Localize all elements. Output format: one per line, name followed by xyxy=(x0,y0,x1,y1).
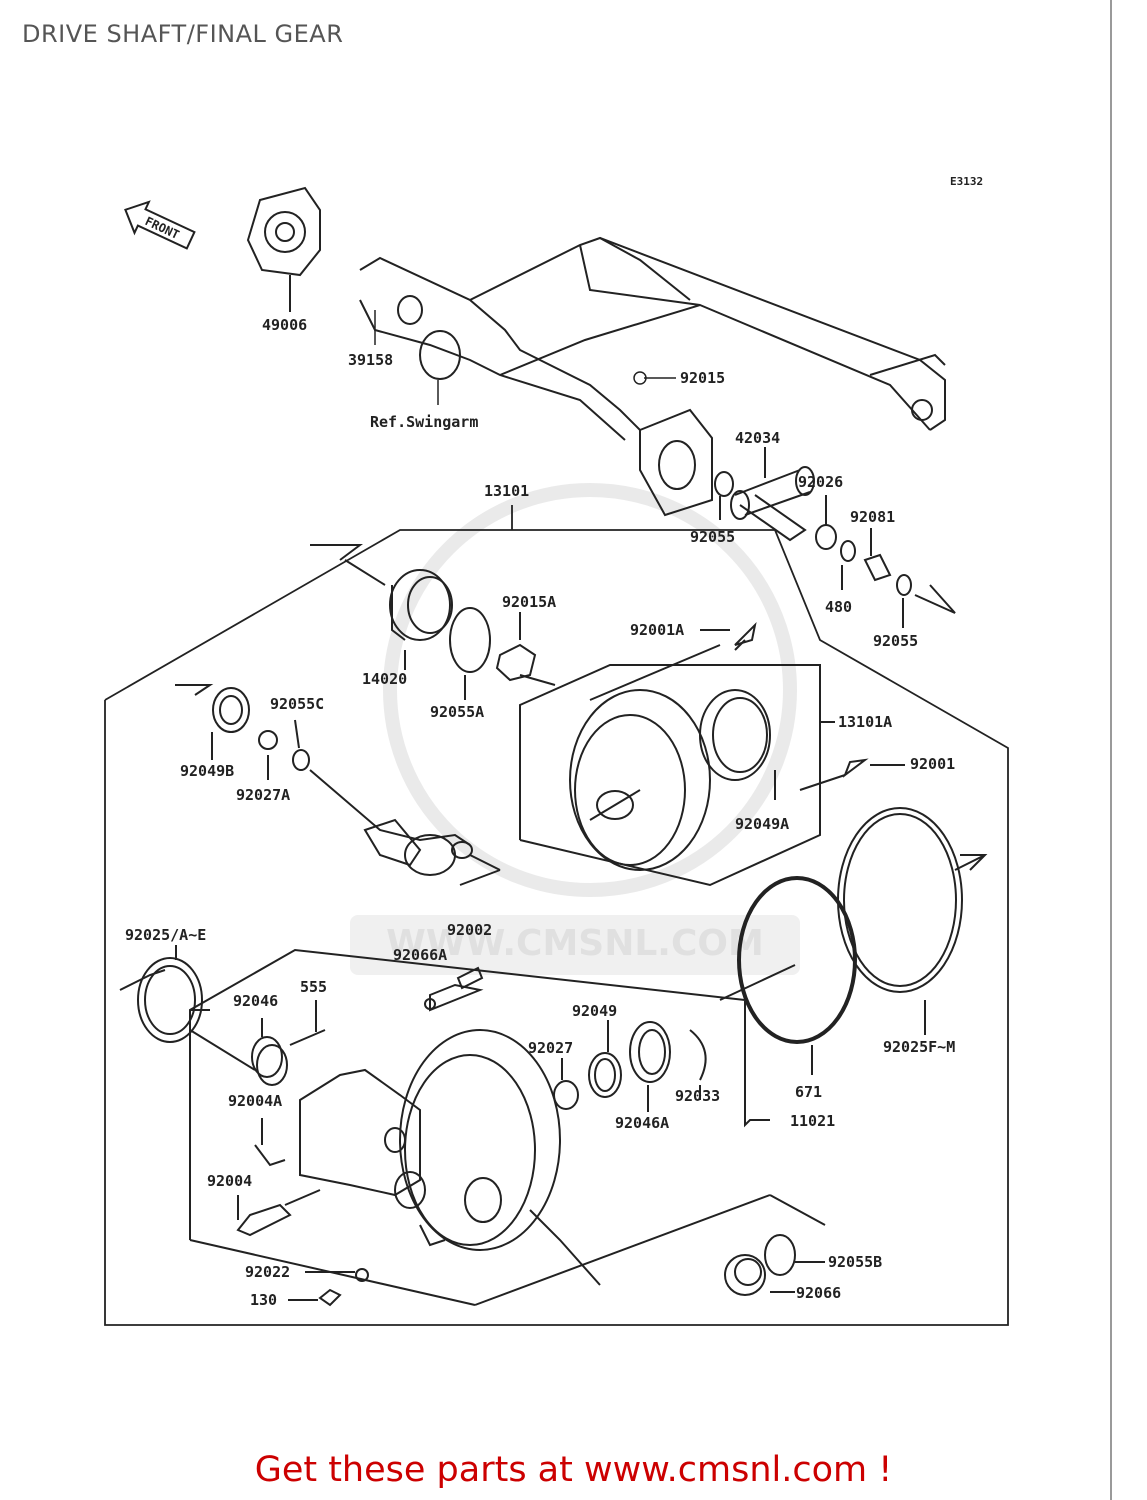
label-14020: 14020 xyxy=(362,670,407,688)
label-42034: 42034 xyxy=(735,429,780,447)
label-ref-swingarm: Ref.Swingarm xyxy=(370,413,478,431)
label-480: 480 xyxy=(825,598,852,616)
drain-plug-92066-shape xyxy=(724,1234,825,1296)
label-92046: 92046 xyxy=(233,992,278,1010)
part-labels: E3132 49006 39158 Ref.Swingarm 92015 420… xyxy=(125,175,983,1309)
label-555: 555 xyxy=(300,978,327,996)
label-92046A: 92046A xyxy=(615,1114,669,1132)
driveshaft-parts-shape xyxy=(714,447,956,628)
swingarm-shape xyxy=(359,236,946,517)
label-92055B: 92055B xyxy=(828,1253,882,1271)
pinion-shape xyxy=(175,684,501,886)
label-92004: 92004 xyxy=(207,1172,252,1190)
label-671: 671 xyxy=(795,1083,822,1101)
label-92055C: 92055C xyxy=(270,695,324,713)
o-ring-671-shape xyxy=(737,876,857,1044)
label-13101A: 13101A xyxy=(838,713,892,731)
label-92001A: 92001A xyxy=(630,621,684,639)
coupling-14020-shape xyxy=(310,544,556,700)
label-92055A: 92055A xyxy=(430,703,484,721)
label-92055-top: 92055 xyxy=(690,528,735,546)
label-92022: 92022 xyxy=(245,1263,290,1281)
label-92026: 92026 xyxy=(798,473,843,491)
shim-92025-shape xyxy=(119,945,256,1071)
page-divider xyxy=(1110,0,1112,1500)
housing-11021-shape xyxy=(189,948,826,1306)
label-39158: 39158 xyxy=(348,351,393,369)
label-92004A: 92004A xyxy=(228,1092,282,1110)
label-92025-ae: 92025/A~E xyxy=(125,926,206,944)
label-11021: 11021 xyxy=(790,1112,835,1130)
label-92002: 92002 xyxy=(447,921,492,939)
diagram-code: E3132 xyxy=(950,175,983,188)
page-title: DRIVE SHAFT/FINAL GEAR xyxy=(22,20,344,48)
label-92033: 92033 xyxy=(675,1087,720,1105)
front-arrow-icon: FRONT xyxy=(124,200,196,250)
promo-link[interactable]: Get these parts at www.cmsnl.com ! xyxy=(254,1450,893,1490)
watermark: WWW.CMSNL.COM xyxy=(350,483,800,975)
ring-gear-13101A-shape xyxy=(519,621,905,887)
label-92027A: 92027A xyxy=(236,786,290,804)
label-92025-fm: 92025F~M xyxy=(883,1038,955,1056)
label-92015: 92015 xyxy=(680,369,725,387)
label-92001: 92001 xyxy=(910,755,955,773)
bearing-parts-shape xyxy=(236,1000,707,1307)
label-92027: 92027 xyxy=(528,1039,573,1057)
label-92055-right: 92055 xyxy=(873,632,918,650)
label-92081: 92081 xyxy=(850,508,895,526)
watermark-text: WWW.CMSNL.COM xyxy=(386,923,764,964)
label-130: 130 xyxy=(250,1291,277,1309)
label-92049A: 92049A xyxy=(735,815,789,833)
label-92066: 92066 xyxy=(796,1284,841,1302)
label-49006: 49006 xyxy=(262,316,307,334)
label-13101: 13101 xyxy=(484,482,529,500)
label-92066A: 92066A xyxy=(393,946,447,964)
label-92049B: 92049B xyxy=(180,762,234,780)
assembly-frame xyxy=(104,505,1009,1326)
swingarm-leaders xyxy=(374,310,676,405)
label-92015A: 92015A xyxy=(502,593,556,611)
gasket-92025F-shape xyxy=(719,807,988,1075)
part-49006-shape xyxy=(246,186,321,312)
label-92049: 92049 xyxy=(572,1002,617,1020)
